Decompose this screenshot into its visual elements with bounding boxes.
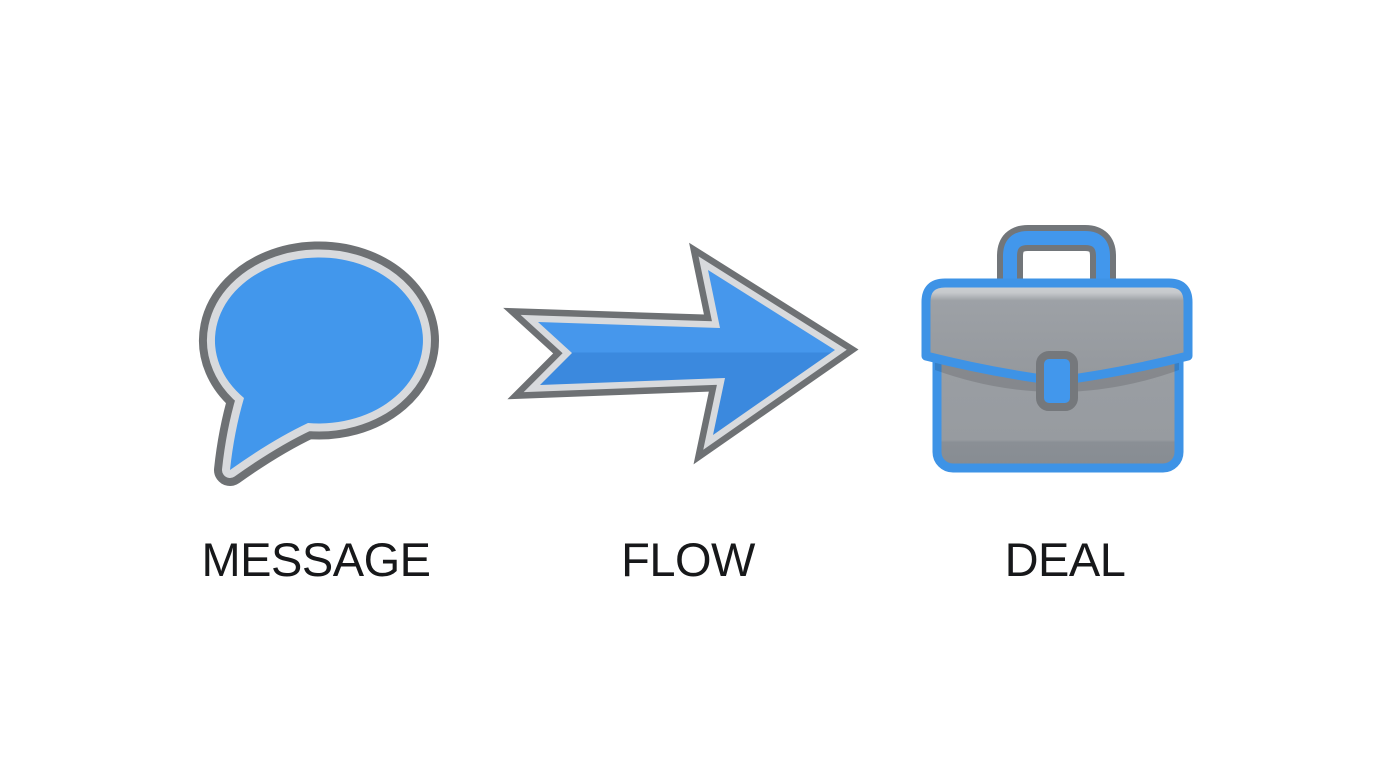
briefcase-flap xyxy=(921,278,1193,386)
step-label-deal: DEAL xyxy=(1004,533,1126,586)
step-label-flow: FLOW xyxy=(621,533,755,586)
briefcase-flap-shadow xyxy=(935,354,1179,392)
speech-bubble-shape xyxy=(199,241,439,486)
arrow-right-icon xyxy=(503,242,859,465)
bubble-fill xyxy=(214,257,423,470)
step-label-message: MESSAGE xyxy=(201,533,431,586)
arrow-fill xyxy=(538,270,835,435)
briefcase-handle xyxy=(1003,231,1110,292)
speech-bubble-icon xyxy=(199,241,439,486)
briefcase-icon xyxy=(921,225,1193,473)
briefcase-shape xyxy=(921,225,1193,473)
arrow-shape xyxy=(503,242,859,465)
briefcase-clasp xyxy=(1036,351,1078,411)
